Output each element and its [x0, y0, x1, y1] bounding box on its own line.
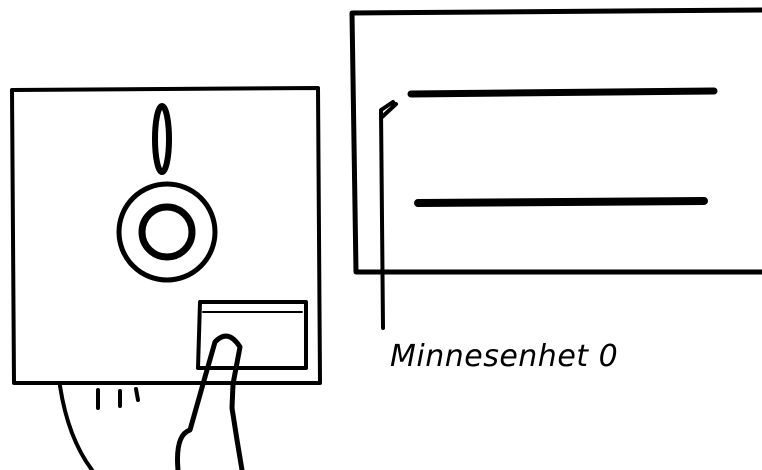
disk-drive-icon [352, 10, 762, 328]
disk-hub-inner [142, 207, 192, 257]
hand-index-finger [205, 336, 242, 470]
drive-upper-slot [411, 91, 714, 94]
disk-head-slot [155, 106, 169, 172]
floppy-disk-icon [12, 88, 320, 383]
drive-label: Minnesenhet 0 [390, 339, 618, 374]
hand-icon [60, 336, 242, 470]
hand-palm-edge [60, 386, 92, 470]
drive-lower-slot [418, 201, 704, 203]
hand-knuckle [178, 377, 206, 470]
label-pointer-line [381, 102, 396, 328]
disk-hub-outer [119, 184, 215, 280]
drive-box [352, 10, 762, 272]
hand-finger-strokes [98, 389, 138, 408]
